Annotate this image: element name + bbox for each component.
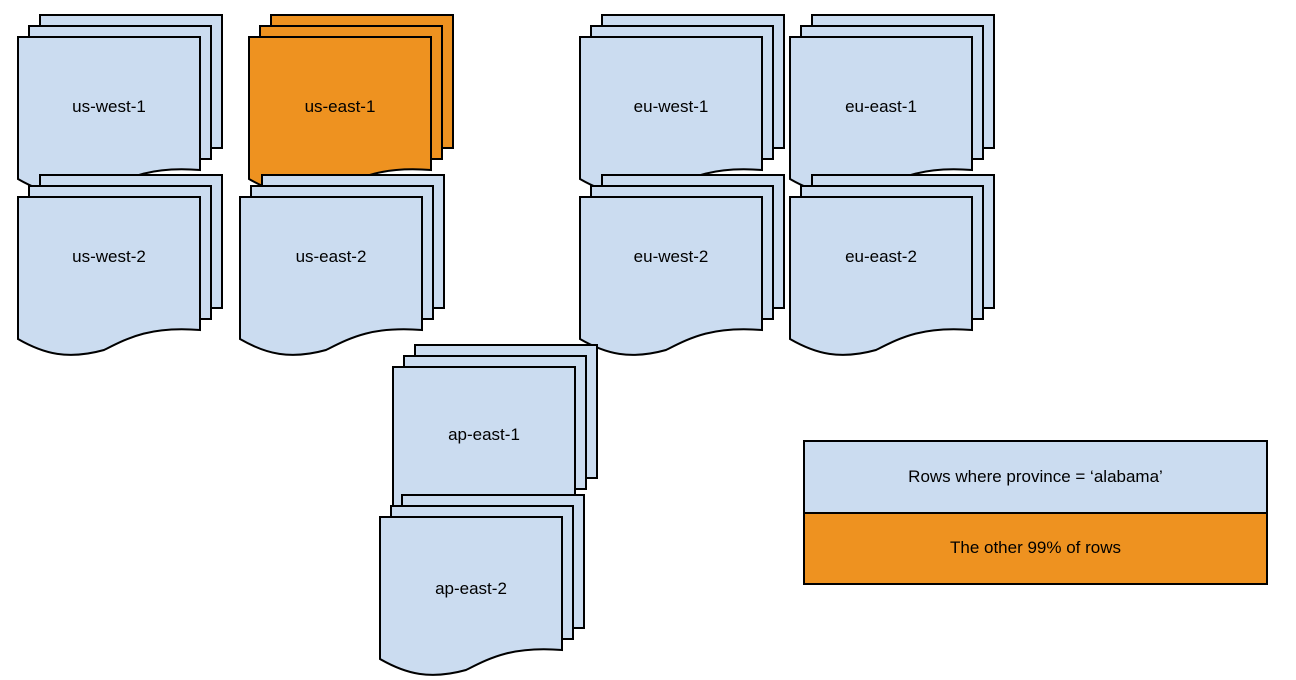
document-stack-us-east-2[interactable]: us-east-2 <box>239 174 446 356</box>
document-stack-eu-east-1[interactable]: eu-east-1 <box>789 14 996 196</box>
document-stack-ap-east-2[interactable]: ap-east-2 <box>379 494 586 676</box>
legend-row-orange: The other 99% of rows <box>805 513 1266 583</box>
legend: Rows where province = ‘alabama’ The othe… <box>803 440 1268 585</box>
sheet-front <box>17 196 201 356</box>
document-stack-eu-west-1[interactable]: eu-west-1 <box>579 14 786 196</box>
document-stack-eu-west-2[interactable]: eu-west-2 <box>579 174 786 356</box>
sheet-front <box>579 196 763 356</box>
sheet-front <box>579 36 763 196</box>
document-stack-eu-east-2[interactable]: eu-east-2 <box>789 174 996 356</box>
legend-label-blue: Rows where province = ‘alabama’ <box>908 466 1163 486</box>
legend-row-blue: Rows where province = ‘alabama’ <box>805 442 1266 514</box>
sheet-front <box>17 36 201 196</box>
sheet-front <box>789 196 973 356</box>
document-stack-ap-east-1[interactable]: ap-east-1 <box>392 344 599 526</box>
document-stack-us-east-1[interactable]: us-east-1 <box>248 14 455 196</box>
document-stack-us-west-1[interactable]: us-west-1 <box>17 14 224 196</box>
sheet-front <box>248 36 432 196</box>
sheet-front <box>789 36 973 196</box>
sheet-front <box>379 516 563 676</box>
document-stack-us-west-2[interactable]: us-west-2 <box>17 174 224 356</box>
sheet-front <box>239 196 423 356</box>
legend-label-orange: The other 99% of rows <box>949 538 1122 558</box>
